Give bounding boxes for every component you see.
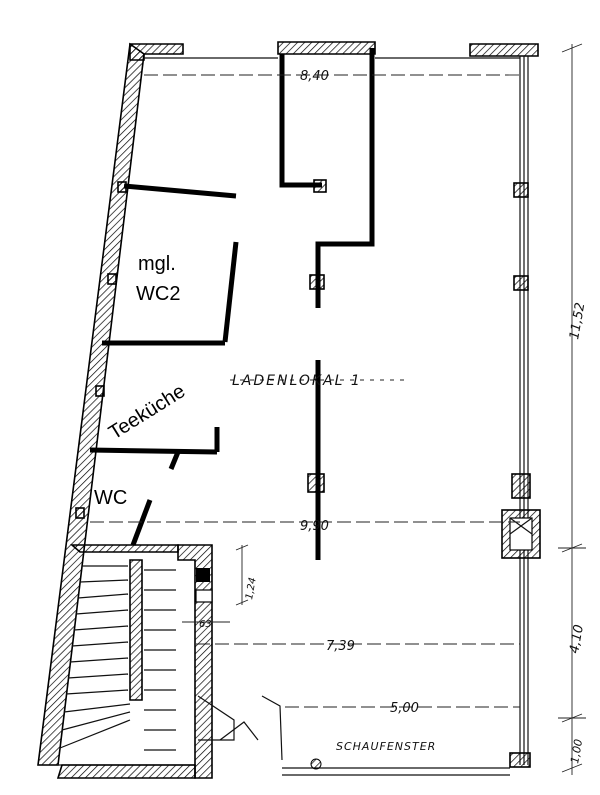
partition-wc2-right [222, 241, 239, 343]
room-label-shop: LADENLOKAL 1 [232, 373, 362, 389]
column-shaft [501, 509, 541, 559]
wall-top-right [469, 43, 539, 57]
room-label-wc2-line1: mgl. [138, 253, 176, 275]
partition-wc-door [130, 499, 153, 546]
dim-front-width: 5,00 [390, 701, 419, 716]
partition-kitchen-door [168, 451, 181, 470]
dim-lower-width: 7,39 [326, 639, 355, 654]
dim-small-offset: 63 [199, 619, 212, 630]
outer-walls [37, 41, 539, 768]
facade-pillar [511, 473, 531, 499]
partition-kitchen-bottom [89, 447, 218, 455]
room-label-wc: WC [94, 487, 127, 509]
room-label-shopwindow: SCHAUFENSTER [336, 740, 436, 753]
wall-top-middle [277, 41, 376, 55]
stairwell [56, 544, 213, 779]
partition-upper-right [315, 48, 375, 308]
wall-stubs [75, 179, 327, 519]
entrance [182, 544, 510, 776]
dim-right-middle: 4,10 [567, 624, 587, 655]
facade-pillar [513, 275, 529, 291]
drain [310, 758, 322, 770]
facade-pillar [513, 182, 529, 198]
facade-pillar [509, 752, 531, 768]
dim-right-lower: 1,00 [568, 738, 585, 764]
wall-left-slanted [37, 42, 145, 766]
partition-wc2-top [123, 183, 237, 199]
dimension-lines [90, 74, 520, 708]
dim-middle-width: 9,90 [300, 519, 329, 534]
dim-top-width: 8,40 [300, 69, 329, 84]
dim-stair-height: 1,24 [244, 577, 259, 601]
room-label-kitchen: Teeküche [105, 380, 189, 444]
dim-right-upper: 11,52 [567, 301, 588, 340]
room-label-wc2-line2: WC2 [136, 283, 180, 305]
right-dimension-rail [558, 43, 586, 775]
partition-upper-box [279, 54, 322, 188]
